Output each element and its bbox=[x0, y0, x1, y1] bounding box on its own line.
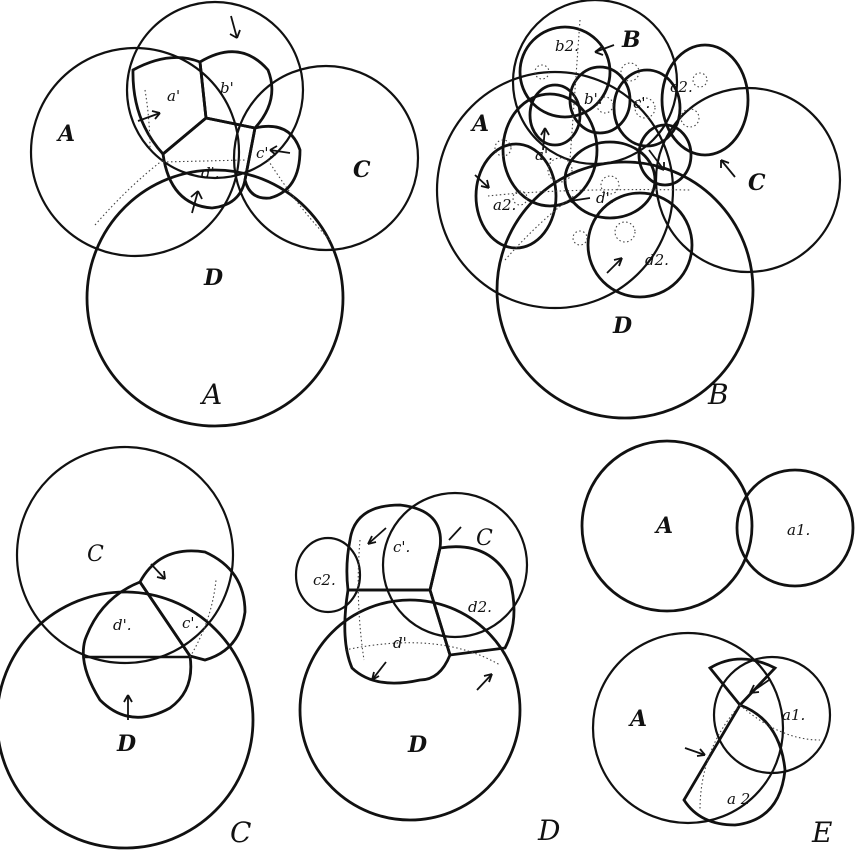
label-a2: a2. bbox=[493, 196, 516, 214]
label-b1: b' bbox=[220, 79, 234, 97]
label-C: C bbox=[87, 542, 104, 567]
label-d1: d' bbox=[393, 634, 407, 652]
cell-D bbox=[300, 600, 520, 820]
panel-label-e: E bbox=[811, 816, 832, 849]
cell-a1 bbox=[133, 58, 206, 155]
panel-e: A a1. A a1. a 2 E bbox=[582, 441, 853, 849]
label-a2-bottom: a 2 bbox=[727, 790, 750, 808]
label-C: C bbox=[476, 526, 493, 551]
label-d1: d'. bbox=[113, 616, 132, 634]
label-A: A bbox=[470, 111, 489, 137]
panel-label-b: B bbox=[707, 378, 729, 411]
panel-d: c2. c'. C d2. d' D D bbox=[296, 493, 560, 847]
label-b1: b'. bbox=[584, 90, 603, 108]
label-a1: a' bbox=[167, 87, 180, 105]
label-c2: c2. bbox=[670, 78, 693, 96]
label-a1-top: a1. bbox=[787, 521, 810, 539]
panel-label-d: D bbox=[537, 814, 560, 847]
label-d2: d2. bbox=[645, 251, 669, 269]
label-c1: c'. bbox=[256, 144, 273, 162]
panel-a: A C D a' b' c'. d'. A bbox=[31, 2, 418, 426]
label-c2: c2. bbox=[313, 571, 336, 589]
label-c1: c'. bbox=[393, 538, 410, 556]
arrow-icon bbox=[372, 662, 386, 680]
label-A: A bbox=[56, 121, 75, 147]
label-d1: d'. bbox=[201, 164, 220, 182]
label-b2: b2. bbox=[555, 37, 579, 55]
label-c1: c'. bbox=[633, 94, 650, 112]
label-A-top: A bbox=[654, 513, 673, 539]
label-a1: a'. bbox=[535, 146, 553, 164]
label-D: D bbox=[116, 731, 136, 757]
panel-label-a: A bbox=[199, 378, 222, 411]
arrow-icon bbox=[449, 527, 461, 540]
label-D: D bbox=[407, 732, 427, 758]
panel-c: C c'. d'. D C bbox=[0, 447, 253, 849]
cell-C bbox=[383, 493, 527, 637]
label-B: B bbox=[621, 27, 641, 53]
panel-b: A B C D b2. b'. c'. c2. a'. a2. d'. d2. … bbox=[437, 0, 840, 418]
label-D: D bbox=[612, 313, 632, 339]
label-a1-bottom: a1. bbox=[782, 706, 805, 724]
cell-b1 bbox=[200, 52, 272, 128]
label-d2: d2. bbox=[468, 598, 492, 616]
label-D: D bbox=[203, 265, 223, 291]
arrow-icon bbox=[368, 528, 386, 544]
label-d1: d'. bbox=[596, 189, 615, 207]
label-C: C bbox=[748, 170, 766, 196]
panel-label-c: C bbox=[230, 816, 251, 849]
cell-A bbox=[31, 48, 239, 256]
label-C: C bbox=[353, 157, 371, 183]
label-c1: c'. bbox=[182, 614, 199, 632]
label-A-bottom: A bbox=[628, 706, 647, 732]
